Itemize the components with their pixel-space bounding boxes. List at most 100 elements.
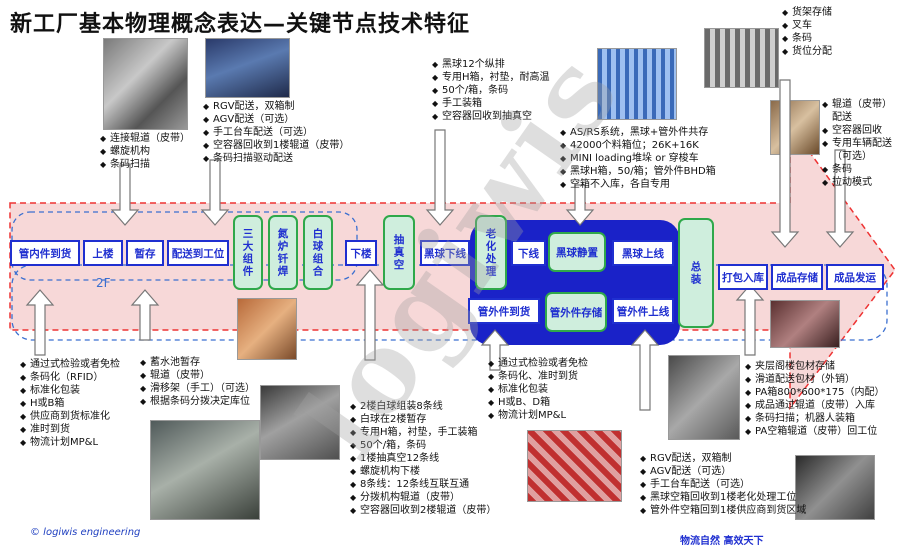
slogan: 物流自然 高效天下: [680, 536, 764, 547]
note-item: 50个/箱，条码: [432, 84, 550, 97]
photo-delivery-car: [770, 100, 820, 155]
note-item: 黑球12个纵排: [432, 58, 550, 71]
note-storage: 货架存储 叉车 条码 货位分配: [782, 6, 832, 58]
note-item: 成品通过辊道（皮带）入库: [745, 399, 885, 412]
note-item: 条码扫描；机器人装箱: [745, 412, 885, 425]
note-item: 条码扫描驱动配送: [203, 152, 349, 165]
note-item: 辊道（皮带）配送: [822, 98, 892, 124]
node-baiqiu-zuhe[interactable]: 白球组合: [303, 215, 333, 290]
note-shanglou: 连接辊道（皮带） 螺旋机构 条码扫描: [100, 132, 190, 171]
note-item: 条码化（RFID）: [20, 371, 130, 384]
photo-rgv-line: [205, 38, 290, 98]
note-item: 条码化、准时到货: [488, 370, 588, 383]
note-item: AS/RS系统，黑球+管外件共存: [560, 126, 716, 139]
node-laohua-chuli[interactable]: 老化处理: [475, 215, 507, 290]
note-item: 条码扫描: [100, 158, 190, 171]
node-shanglou[interactable]: 上楼: [83, 240, 123, 266]
note-delivery: 辊道（皮带）配送 空容器回收 专用车辆配送（可选） 条码 拉动模式: [822, 98, 892, 189]
photo-packing-line: [668, 355, 740, 440]
note-item: 蓄水池暂存: [140, 356, 255, 369]
note-item: 黑球空箱回收到1楼老化处理工位: [640, 491, 806, 504]
note-item: 手工装箱: [432, 97, 550, 110]
note-item: H或B箱: [20, 397, 130, 410]
photo-agv: [795, 455, 875, 520]
photo-asrs-rack: [597, 48, 677, 120]
note-item: 2楼白球组装8条线: [350, 400, 496, 413]
note-item: 空箱不入库，各自专用: [560, 178, 716, 191]
note-item: 空容器回收到1楼辊道（皮带）: [203, 139, 349, 152]
note-item: 物流计划MP&L: [488, 409, 588, 422]
note-item: 滑移架（手工）（可选）: [140, 382, 255, 395]
note-item: AGV配送（可选）: [203, 113, 349, 126]
note-item: H或B、D箱: [488, 396, 588, 409]
note-item: 夹层阁楼包材存储: [745, 360, 885, 373]
note-item: 条码: [782, 32, 832, 45]
note-item: AGV配送（可选）: [640, 465, 806, 478]
note-item: 滑道配送包材（外销）: [745, 373, 885, 386]
photo-warehouse-shelves: [704, 28, 779, 88]
photo-assembly-line: [260, 385, 340, 460]
photo-warehouse-floor: [150, 420, 260, 520]
node-heiqiu-jingzhi[interactable]: 黑球静置: [548, 232, 606, 272]
note-baiqiu: 2楼白球组装8条线 白球在2楼暂存 专用H箱，衬垫，手工装箱 50个/箱，条码 …: [350, 400, 496, 517]
photo-boxes: [527, 430, 622, 502]
node-xialou[interactable]: 下楼: [345, 240, 377, 266]
node-guanwai-cunchu[interactable]: 管外件存储: [545, 292, 607, 332]
note-item: 管外件空箱回到1楼供应商到货区域: [640, 504, 806, 517]
node-chengpin-fayun[interactable]: 成品发运: [826, 264, 884, 290]
note-guanwai: 通过式检验或者免检 条码化、准时到货 标准化包装 H或B、D箱 物流计划MP&L: [488, 357, 588, 422]
floor-label-2f: 2F: [96, 276, 111, 290]
note-item: RGV配送，双箱制: [640, 452, 806, 465]
node-peisong-gongwei[interactable]: 配送到工位: [167, 240, 229, 266]
node-dabao-ruku[interactable]: 打包入库: [718, 264, 768, 290]
note-item: 标准化包装: [488, 383, 588, 396]
node-heiqiu-xiaxian[interactable]: 黑球下线: [420, 240, 470, 266]
note-item: 准时到货: [20, 423, 130, 436]
node-xiaxian[interactable]: 下线: [511, 240, 546, 266]
node-heiqiu-shangxian[interactable]: 黑球上线: [612, 240, 674, 266]
note-item: 供应商到货标准化: [20, 410, 130, 423]
node-zancun[interactable]: 暂存: [126, 240, 164, 266]
note-item: 空容器回收: [822, 124, 892, 137]
note-item: PA箱800*600*175（内配）: [745, 386, 885, 399]
note-item: 螺旋机构下楼: [350, 465, 496, 478]
note-item: 标准化包装: [20, 384, 130, 397]
node-sanda-zujian[interactable]: 三大组件: [233, 215, 263, 290]
photo-rgv-vehicle: [770, 300, 840, 348]
note-inbound: 通过式检验或者免检 条码化（RFID） 标准化包装 H或B箱 供应商到货标准化 …: [20, 358, 130, 449]
note-item: 拉动模式: [822, 176, 892, 189]
note-item: 螺旋机构: [100, 145, 190, 158]
node-zongzhuang[interactable]: 总装: [678, 218, 714, 328]
note-item: 货架存储: [782, 6, 832, 19]
note-item: 手工台车配送（可选）: [203, 126, 349, 139]
note-item: 8条线：12条线互联互通: [350, 478, 496, 491]
note-item: 空容器回收到2楼辊道（皮带）: [350, 504, 496, 517]
note-item: 辊道（皮带）: [140, 369, 255, 382]
node-chengpin-cunchu[interactable]: 成品存储: [771, 264, 823, 290]
note-item: 50个/箱，条码: [350, 439, 496, 452]
note-item: 根据条码分拨决定库位: [140, 395, 255, 408]
node-chou-zhenkong[interactable]: 抽真空: [383, 215, 415, 290]
note-item: 专用H箱，衬垫，耐高温: [432, 71, 550, 84]
note-item: 1楼抽真空12条线: [350, 452, 496, 465]
photo-spiral-conveyor: [103, 38, 188, 130]
note-item: 货位分配: [782, 45, 832, 58]
note-heiqiu: 黑球12个纵排 专用H箱，衬垫，耐高温 50个/箱，条码 手工装箱 空容器回收到…: [432, 58, 550, 123]
note-item: 白球在2楼暂存: [350, 413, 496, 426]
note-item: 空容器回收到抽真空: [432, 110, 550, 123]
note-item: 连接辊道（皮带）: [100, 132, 190, 145]
node-danlu-xunshao[interactable]: 氮炉钎焊: [268, 215, 298, 290]
photo-buffer-store: [237, 298, 297, 360]
note-item: 物流计划MP&L: [20, 436, 130, 449]
note-item: 分拨机构辊道（皮带）: [350, 491, 496, 504]
node-guanwai-shangxian[interactable]: 管外件上线: [612, 298, 674, 324]
note-asrs: AS/RS系统，黑球+管外件共存 42000个料箱位；26K+16K MINI …: [560, 126, 716, 191]
note-peisong: RGV配送，双箱制 AGV配送（可选） 手工台车配送（可选） 空容器回收到1楼辊…: [203, 100, 349, 165]
node-guanwai-daohuo[interactable]: 管外件到货: [468, 298, 540, 324]
note-item: 叉车: [782, 19, 832, 32]
node-guannei-daohuo[interactable]: 管内件到货: [10, 240, 80, 266]
note-packing: 夹层阁楼包材存储 滑道配送包材（外销） PA箱800*600*175（内配） 成…: [745, 360, 885, 438]
note-item: 通过式检验或者免检: [488, 357, 588, 370]
note-item: 手工台车配送（可选）: [640, 478, 806, 491]
